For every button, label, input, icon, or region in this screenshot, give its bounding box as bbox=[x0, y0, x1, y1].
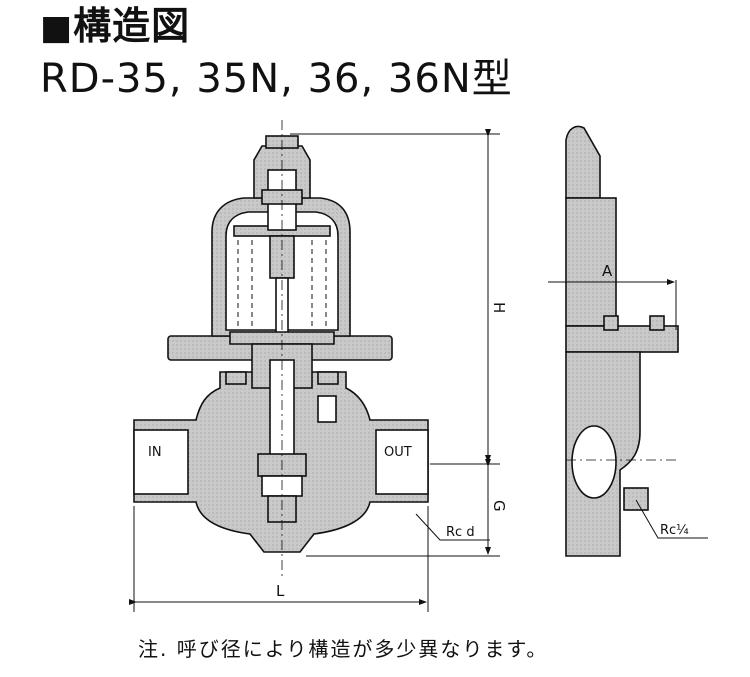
rc-quarter-leader bbox=[635, 499, 708, 539]
model-numbers: RD-35, 35N, 36, 36N型 bbox=[40, 56, 513, 102]
out-port bbox=[375, 429, 429, 495]
spring bbox=[237, 240, 327, 328]
right-nut bbox=[317, 371, 339, 385]
label-rc-d: Rc d bbox=[446, 525, 475, 540]
dimensions bbox=[129, 129, 708, 612]
label-rc-quarter: Rc¼ bbox=[660, 523, 689, 538]
front-section-view bbox=[133, 120, 429, 580]
label-out: OUT bbox=[384, 445, 412, 460]
side-view bbox=[565, 125, 679, 557]
square-marker: ■ bbox=[40, 8, 74, 48]
section-heading: ■構造図 bbox=[40, 4, 190, 50]
label-l: L bbox=[276, 582, 285, 600]
side-bolt-1 bbox=[603, 315, 619, 331]
side-bolt-2 bbox=[649, 315, 665, 331]
footnote: 注. 呼び径により構造が多少異なります。 bbox=[138, 637, 549, 661]
label-g: G bbox=[490, 500, 508, 512]
side-bonnet bbox=[565, 197, 617, 327]
label-in: IN bbox=[148, 445, 162, 460]
in-port bbox=[133, 429, 189, 495]
heading-title: 構造図 bbox=[73, 4, 191, 48]
label-h: H bbox=[490, 302, 508, 313]
gauge-plug bbox=[623, 487, 649, 511]
left-nut bbox=[225, 371, 247, 385]
diaphragm bbox=[229, 331, 335, 345]
rc-d-leader bbox=[415, 513, 490, 541]
side-cap bbox=[565, 125, 601, 199]
side-screw bbox=[317, 395, 337, 423]
side-port bbox=[571, 425, 617, 499]
label-a: A bbox=[602, 262, 613, 280]
